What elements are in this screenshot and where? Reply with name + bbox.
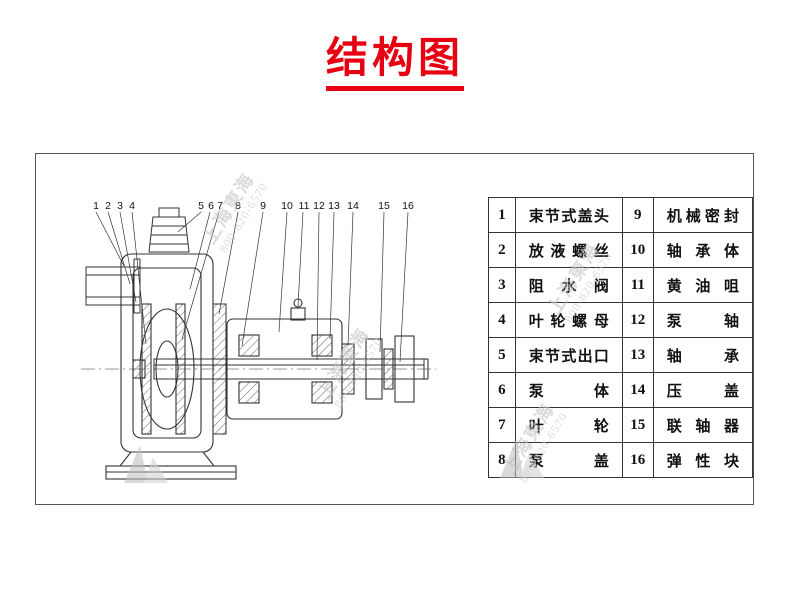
part-name: 泵体 <box>528 383 609 400</box>
structure-figure-box: 1 2 3 4 5 6 7 8 9 10 11 12 13 14 15 16 <box>35 153 754 505</box>
part-no-cell: 6 <box>488 372 516 408</box>
part-name-cell: 弹性块 <box>652 442 754 478</box>
part-no-cell: 14 <box>621 372 654 408</box>
part-name-cell: 泵体 <box>514 372 623 408</box>
pump-body <box>120 253 214 453</box>
part-number-14: 14 <box>347 200 359 212</box>
page-title: 结构图 <box>325 34 464 81</box>
union-cap <box>148 207 190 253</box>
part-name: 压盖 <box>666 383 739 400</box>
part-name-cell: 束节式出口 <box>514 337 623 373</box>
part-number-1: 1 <box>93 200 99 212</box>
table-row: 4 叶轮螺母 12 泵轴 <box>488 302 754 338</box>
part-name-cell: 机械密封 <box>652 197 754 233</box>
part-number-9: 9 <box>260 200 266 212</box>
table-row: 5 束节式出口 13 轴承 <box>488 337 754 373</box>
part-number-2: 2 <box>105 200 111 212</box>
part-name-cell: 泵轴 <box>652 302 754 338</box>
part-name: 弹性块 <box>666 453 739 470</box>
part-no-cell: 8 <box>488 442 516 478</box>
part-number-5: 5 <box>198 200 204 212</box>
part-name: 泵轴 <box>666 313 739 330</box>
part-number-8: 8 <box>235 200 241 212</box>
part-name-cell: 叶轮 <box>514 407 623 443</box>
part-name: 机械密封 <box>666 208 739 225</box>
part-name-cell: 轴承体 <box>652 232 754 268</box>
part-name: 阻水阀 <box>528 278 609 295</box>
part-no-cell: 1 <box>488 197 516 233</box>
pump-cover <box>212 303 227 435</box>
part-no-cell: 11 <box>621 267 654 303</box>
part-number-11: 11 <box>299 200 310 212</box>
part-name-cell: 联轴器 <box>652 407 754 443</box>
part-number-12: 12 <box>313 200 325 212</box>
part-name: 轴承 <box>666 348 739 365</box>
part-name: 黄油咀 <box>666 278 739 295</box>
part-name: 联轴器 <box>666 418 739 435</box>
table-row: 6 泵体 14 压盖 <box>488 372 754 408</box>
parts-table: 1 束节式盖头 9 机械密封 2 放液螺丝 10 轴承体 3 阻水阀 11 黄油… <box>488 197 754 478</box>
part-number-labels: 1 2 3 4 5 6 7 8 9 10 11 12 13 14 15 16 <box>93 200 414 212</box>
part-number-7: 7 <box>217 200 223 212</box>
suction-pipe <box>85 258 141 314</box>
part-name: 束节式出口 <box>528 348 609 365</box>
part-no-cell: 10 <box>621 232 654 268</box>
table-row: 1 束节式盖头 9 机械密封 <box>488 197 754 233</box>
part-number-3: 3 <box>117 200 123 212</box>
title-underline <box>326 86 464 91</box>
pump-shaft <box>153 358 425 380</box>
table-row: 3 阻水阀 11 黄油咀 <box>488 267 754 303</box>
part-name-cell: 泵盖 <box>514 442 623 478</box>
part-no-cell: 16 <box>621 442 654 478</box>
part-name-cell: 束节式盖头 <box>514 197 623 233</box>
part-no-cell: 15 <box>621 407 654 443</box>
part-number-10: 10 <box>281 200 293 212</box>
part-name: 放液螺丝 <box>528 243 609 260</box>
pump-base <box>105 451 237 480</box>
part-no-cell: 9 <box>621 197 654 233</box>
part-name-cell: 叶轮螺母 <box>514 302 623 338</box>
table-row: 2 放液螺丝 10 轴承体 <box>488 232 754 268</box>
part-number-15: 15 <box>378 200 390 212</box>
part-name-cell: 轴承 <box>652 337 754 373</box>
part-no-cell: 5 <box>488 337 516 373</box>
part-no-cell: 4 <box>488 302 516 338</box>
part-number-4: 4 <box>129 200 135 212</box>
part-number-16: 16 <box>402 200 414 212</box>
part-name: 叶轮 <box>528 418 609 435</box>
part-no-cell: 13 <box>621 337 654 373</box>
part-number-6: 6 <box>208 200 214 212</box>
part-no-cell: 7 <box>488 407 516 443</box>
part-name-cell: 黄油咀 <box>652 267 754 303</box>
part-name-cell: 阻水阀 <box>514 267 623 303</box>
part-no-cell: 12 <box>621 302 654 338</box>
table-row: 7 叶轮 15 联轴器 <box>488 407 754 443</box>
part-name: 叶轮螺母 <box>528 313 609 330</box>
coupling <box>365 335 429 403</box>
part-name: 泵盖 <box>528 453 609 470</box>
part-number-13: 13 <box>328 200 340 212</box>
part-no-cell: 3 <box>488 267 516 303</box>
pump-drawing: 1 2 3 4 5 6 7 8 9 10 11 12 13 14 15 16 <box>81 200 436 480</box>
part-name: 轴承体 <box>666 243 739 260</box>
part-name: 束节式盖头 <box>528 208 609 225</box>
part-name-cell: 压盖 <box>652 372 754 408</box>
leader-lines <box>95 211 409 363</box>
part-name-cell: 放液螺丝 <box>514 232 623 268</box>
table-row: 8 泵盖 16 弹性块 <box>488 442 754 478</box>
part-no-cell: 2 <box>488 232 516 268</box>
